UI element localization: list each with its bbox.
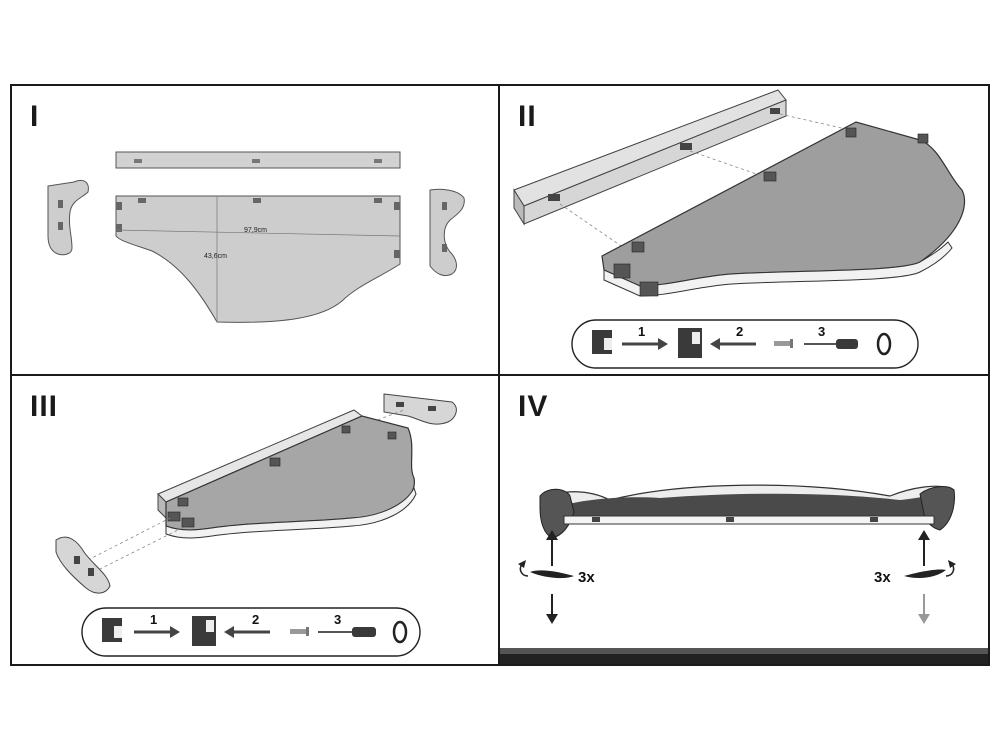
bracket-icon <box>102 618 122 642</box>
shelf-board <box>165 415 415 531</box>
left-side-panel <box>47 179 89 256</box>
step-3-illustration: 1 2 3 <box>55 393 457 657</box>
step-4-illustration: 3x 3x <box>500 484 988 664</box>
bracket-icon <box>592 330 612 354</box>
right-side-panel <box>383 393 457 425</box>
panel-step-4: IV 3x 3x <box>498 374 990 666</box>
step-number: 2 <box>736 324 743 339</box>
bracket-icon <box>678 328 702 358</box>
arrow-up-icon <box>546 530 558 566</box>
step-numeral: I <box>30 100 40 133</box>
arrow-right-icon <box>622 338 668 350</box>
width-dimension-label: 97,9cm <box>244 227 267 234</box>
step-number: 1 <box>638 324 645 339</box>
step-numeral: IV <box>518 390 549 423</box>
shelf-board <box>115 195 401 323</box>
floor <box>500 652 988 664</box>
step-number: 2 <box>252 612 259 627</box>
arrow-left-icon <box>224 626 270 638</box>
right-side-panel <box>429 188 465 277</box>
arrow-down-icon <box>918 594 930 624</box>
arrow-right-icon <box>134 626 180 638</box>
bracket-icon <box>192 616 216 646</box>
arrow-up-icon <box>918 530 930 566</box>
left-side-panel <box>539 488 575 539</box>
repeat-count-right: 3x <box>874 569 891 586</box>
rotate-wrench-icon <box>904 560 956 578</box>
step-numeral: III <box>30 390 59 423</box>
arrow-left-icon <box>710 338 756 350</box>
step-number: 3 <box>818 324 825 339</box>
step-numeral: II <box>518 100 537 133</box>
step-1-illustration: 97,9cm 43,6cm <box>47 151 465 323</box>
screw-icon <box>876 332 892 356</box>
step-number: 1 <box>150 612 157 627</box>
rotate-wrench-icon <box>518 560 574 579</box>
screwdriver-icon <box>804 339 858 349</box>
screwdriver-icon <box>318 627 376 637</box>
step-number: 3 <box>334 612 341 627</box>
dowel-icon <box>290 627 309 636</box>
dowel-icon <box>774 339 793 348</box>
panel-step-2: II 1 <box>498 84 990 376</box>
screw-icon <box>392 620 408 644</box>
panel-step-1: I 97,9cm 43,6cm <box>10 84 500 376</box>
panel-step-3: III 1 <box>10 374 500 666</box>
repeat-count-left: 3x <box>578 569 595 586</box>
arrow-down-icon <box>546 594 558 624</box>
step-2-illustration: 1 2 3 <box>513 89 966 369</box>
height-dimension-label: 43,6cm <box>204 253 227 260</box>
left-side-panel <box>55 536 111 594</box>
